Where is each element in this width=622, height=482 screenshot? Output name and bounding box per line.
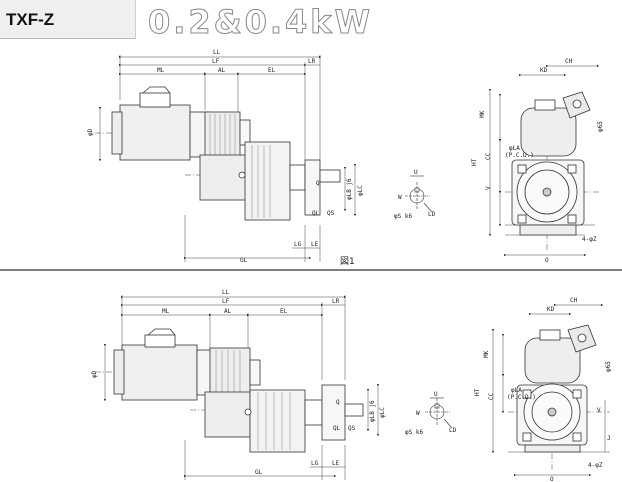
dim-lf-bottom: LF: [222, 298, 230, 305]
dim-ch-top: CH: [565, 58, 573, 65]
model-label: TXF-Z: [6, 10, 55, 29]
dim-cc-top: CC: [485, 152, 492, 160]
dim-z-bottom: 4-φZ: [588, 462, 603, 469]
key-u-top: U: [414, 169, 418, 176]
dim-phi65-bottom: φ65: [605, 361, 612, 372]
dim-lg: LG: [294, 241, 302, 248]
key-w-top: W: [398, 194, 402, 201]
dim-qs-bottom: QS: [348, 425, 356, 432]
dim-ll: LL: [213, 49, 221, 56]
dim-lb: φLB j6: [346, 178, 353, 200]
dim-lr-bottom: LR: [332, 298, 340, 305]
dim-kd-bottom: KD: [547, 306, 555, 313]
key-w-bottom: W: [416, 410, 420, 417]
dim-pcd-bottom: (P.C.D.): [507, 394, 536, 401]
model-tab: TXF-Z: [0, 0, 136, 39]
shaft-detail-top: [405, 175, 433, 213]
dim-ml: ML: [157, 67, 165, 74]
dim-gl-bottom: GL: [255, 469, 263, 476]
dim-o-bottom: O: [550, 476, 554, 482]
dim-v-top: V: [485, 186, 492, 190]
bottom-side-view: [95, 295, 380, 480]
dim-lc: φLC: [357, 185, 364, 196]
dim-qs: QS: [327, 210, 335, 217]
dim-ql: QL: [312, 210, 320, 217]
dim-le: LE: [311, 241, 319, 248]
dim-o-top: O: [545, 257, 549, 264]
dim-ht-top: HT: [471, 158, 478, 166]
dim-lc-bottom: φLC: [379, 407, 386, 418]
top-side-view: [95, 55, 357, 262]
dim-la-bottom: φLA: [511, 387, 522, 394]
dim-le-bottom: LE: [332, 460, 340, 467]
dim-lb-bottom: φLB j6: [369, 400, 376, 422]
dim-al: AL: [218, 67, 226, 74]
key-u-bottom: U: [434, 391, 438, 398]
dim-lr: LR: [308, 58, 316, 65]
dim-j-bottom: J: [607, 435, 611, 442]
dim-d: φD: [87, 128, 94, 136]
dim-cc-bottom: CC: [488, 392, 495, 400]
dim-lg-bottom: LG: [311, 460, 319, 467]
dim-gl: GL: [240, 257, 248, 264]
dim-d-bottom: φD: [91, 370, 98, 378]
dim-el: EL: [268, 67, 276, 74]
dim-z-top: 4-φZ: [582, 236, 597, 243]
key-s-top: φS k6: [394, 213, 412, 220]
dim-q-bottom: Q: [336, 399, 340, 406]
dim-phi65-top: φ65: [597, 121, 604, 132]
top-front-view: [488, 64, 600, 257]
dim-la-top: φLA: [509, 145, 520, 152]
dim-ch-bottom: CH: [570, 297, 578, 304]
power-title: 0.2&0.4kW: [148, 3, 373, 42]
key-s-bottom: φS k6: [405, 429, 423, 436]
dim-ml-bottom: ML: [162, 308, 170, 315]
dim-v-bottom: V: [597, 407, 601, 414]
dim-mk-top: MK: [479, 110, 486, 118]
figure-label: 図1: [340, 256, 355, 267]
key-ld-bottom: LD: [449, 427, 457, 434]
dim-q: Q: [316, 180, 320, 187]
bottom-front-view: [491, 303, 610, 477]
dim-ql-bottom: QL: [333, 425, 341, 432]
shaft-detail-bottom: [425, 397, 453, 429]
dim-lf: LF: [212, 58, 220, 65]
key-ld-top: LD: [428, 211, 436, 218]
dim-pcd-top: (P.C.D.): [505, 152, 534, 159]
bottom-side-labels: LL LF LR ML AL EL φD GL LG LE Q QL QS φL…: [91, 289, 386, 476]
top-front-labels: CH KD MK HT CC V φLA (P.C.D.) O 4-φZ φ65: [471, 58, 604, 264]
top-side-labels: LL LF LR ML AL EL φD GL LG LE Q QL QS φL…: [87, 49, 364, 264]
dim-el-bottom: EL: [280, 308, 288, 315]
dim-al-bottom: AL: [224, 308, 232, 315]
dim-ht-bottom: HT: [474, 388, 481, 396]
bottom-front-labels: CH KD MK HT CC V J φLA (P.C.D.) O 4-φZ φ…: [474, 297, 612, 482]
dim-ll-bottom: LL: [222, 289, 230, 296]
dim-kd-top: KD: [540, 67, 548, 74]
dim-mk-bottom: MK: [483, 350, 490, 358]
